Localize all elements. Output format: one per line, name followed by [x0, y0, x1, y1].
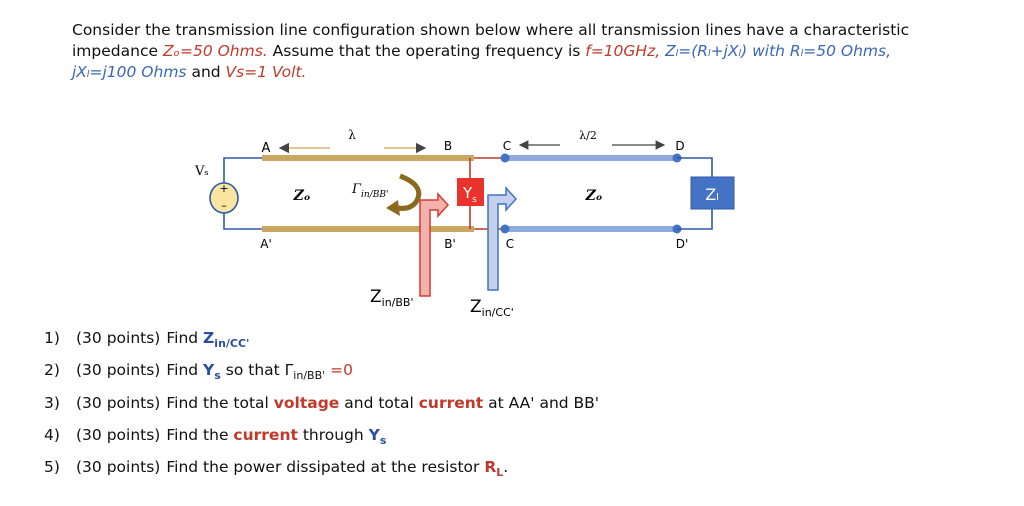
- zin-cc-label: Zin/CC': [470, 297, 514, 319]
- question-text: and total: [339, 394, 419, 412]
- term-main: so that Γ: [220, 361, 294, 379]
- term-main: R: [484, 458, 497, 476]
- question-text: Find: [166, 361, 204, 379]
- zl-block: [690, 176, 735, 210]
- ys-label: Ys: [462, 184, 477, 205]
- question-points: (30 points): [76, 394, 161, 412]
- question-number: 4): [44, 426, 60, 444]
- intro-line-1: Consider the transmission line configura…: [72, 21, 910, 39]
- intro-line-2: impedance Zₒ=50 Ohms. Assume that the op…: [72, 41, 1002, 62]
- term-sub: s: [214, 369, 221, 383]
- source-plus: +: [219, 182, 228, 195]
- problem-statement: Consider the transmission line configura…: [72, 20, 1002, 83]
- question-text: at AA' and BB': [483, 394, 600, 412]
- question-text: =0: [325, 361, 353, 379]
- z0-value: Zₒ=50 Ohms.: [162, 42, 268, 60]
- intro-text: impedance: [72, 42, 163, 60]
- question-1: 1) (30 points) Find Zin/CC': [44, 329, 249, 350]
- gold-line-top: [262, 155, 474, 161]
- blue-line-bottom: [505, 226, 677, 232]
- zin-bb-arrow-icon: [419, 192, 450, 297]
- reflection-arrowhead: [386, 200, 400, 216]
- gamma-term: so that Γin/BB': [220, 361, 326, 383]
- intro-line-3: jXₗ=j100 Ohms and Vs=1 Volt.: [72, 62, 1002, 83]
- question-3: 3) (30 points) Find the total voltage and …: [44, 394, 599, 412]
- question-number: 3): [44, 394, 60, 412]
- ys-block: [457, 178, 484, 206]
- lambda-label: λ: [348, 128, 356, 142]
- question-points: (30 points): [76, 426, 161, 444]
- question-text: Find the power dissipated at the resisto…: [166, 458, 485, 476]
- term-sub: L: [496, 466, 504, 480]
- half-lambda-label: λ/2: [579, 129, 597, 142]
- source-wire-top: [223, 157, 262, 183]
- load-wire-bottom: [677, 209, 713, 230]
- vs-label: Vₛ: [194, 164, 209, 179]
- question-text: Find the: [166, 426, 234, 444]
- zin-cc-arrow-icon: [487, 186, 518, 291]
- term-main: Y: [203, 361, 215, 379]
- node-c-top-dot: [500, 153, 510, 163]
- zin-cc-term: Zin/CC': [203, 329, 250, 351]
- question-points: (30 points): [76, 329, 161, 347]
- question-number: 1): [44, 329, 60, 347]
- node-d-prime-label: D': [676, 237, 689, 251]
- term-sub: s: [379, 434, 387, 448]
- question-number: 2): [44, 361, 60, 379]
- zin-bb-label: Zin/BB': [370, 287, 414, 309]
- source-minus: –: [221, 199, 227, 212]
- z0-right-label: Zₒ: [585, 188, 603, 204]
- question-points: (30 points): [76, 361, 161, 379]
- question-4: 4) (30 points) Find the current through Ys: [44, 426, 386, 447]
- current-term: current: [233, 426, 298, 444]
- question-number: 5): [44, 458, 60, 476]
- z0-left-label: Zₒ: [293, 188, 311, 204]
- node-b-label: B: [444, 139, 452, 153]
- current-term: current: [418, 394, 484, 412]
- question-text: through: [297, 426, 369, 444]
- reflection-arrow-icon: [397, 173, 422, 211]
- term-sub: in/BB': [293, 369, 326, 383]
- load-wire-top: [677, 157, 713, 177]
- node-c-top-label: C: [503, 139, 511, 153]
- question-2: 2) (30 points) Find Ys so that Γin/BB' =0: [44, 361, 353, 382]
- intro-text: and: [186, 63, 226, 81]
- question-text: Find the total: [166, 394, 274, 412]
- blue-line-top: [505, 155, 677, 161]
- rl-term: RL: [484, 458, 504, 480]
- node-c-bottom-label: C: [506, 237, 514, 251]
- voltage-term: voltage: [273, 394, 340, 412]
- zl-label: Zₗ: [705, 185, 719, 204]
- question-text: .: [503, 458, 509, 476]
- question-points: (30 points): [76, 458, 161, 476]
- voltage-source: [209, 182, 239, 214]
- zl-value: Zₗ=(Rₗ+jXₗ) with Rₗ=50 Ohms,: [660, 42, 892, 60]
- freq-value: f=10GHz,: [585, 42, 661, 60]
- node-d-label: D: [675, 139, 684, 153]
- vs-value: Vs=1 Volt.: [225, 63, 307, 81]
- term-main: Y: [368, 426, 380, 444]
- ys-term: Ys: [203, 361, 221, 383]
- question-text: Find: [166, 329, 204, 347]
- node-b-prime-label: B': [444, 237, 456, 251]
- source-wire-bottom: [223, 212, 262, 230]
- term-sub: in/CC': [214, 337, 250, 351]
- node-a-label: A: [262, 141, 271, 156]
- gamma-label: Γin/BB': [351, 182, 388, 200]
- node-c-bottom-dot: [500, 224, 510, 234]
- jxl-value: jXₗ=j100 Ohms: [72, 63, 187, 81]
- intro-text: Assume that the operating frequency is: [267, 42, 586, 60]
- node-a-prime-label: A': [260, 237, 272, 251]
- ys-term: Ys: [368, 426, 387, 448]
- term-main: Z: [203, 329, 215, 347]
- gold-line-bottom: [262, 226, 474, 232]
- question-5: 5) (30 points) Find the power dissipated a…: [44, 458, 508, 479]
